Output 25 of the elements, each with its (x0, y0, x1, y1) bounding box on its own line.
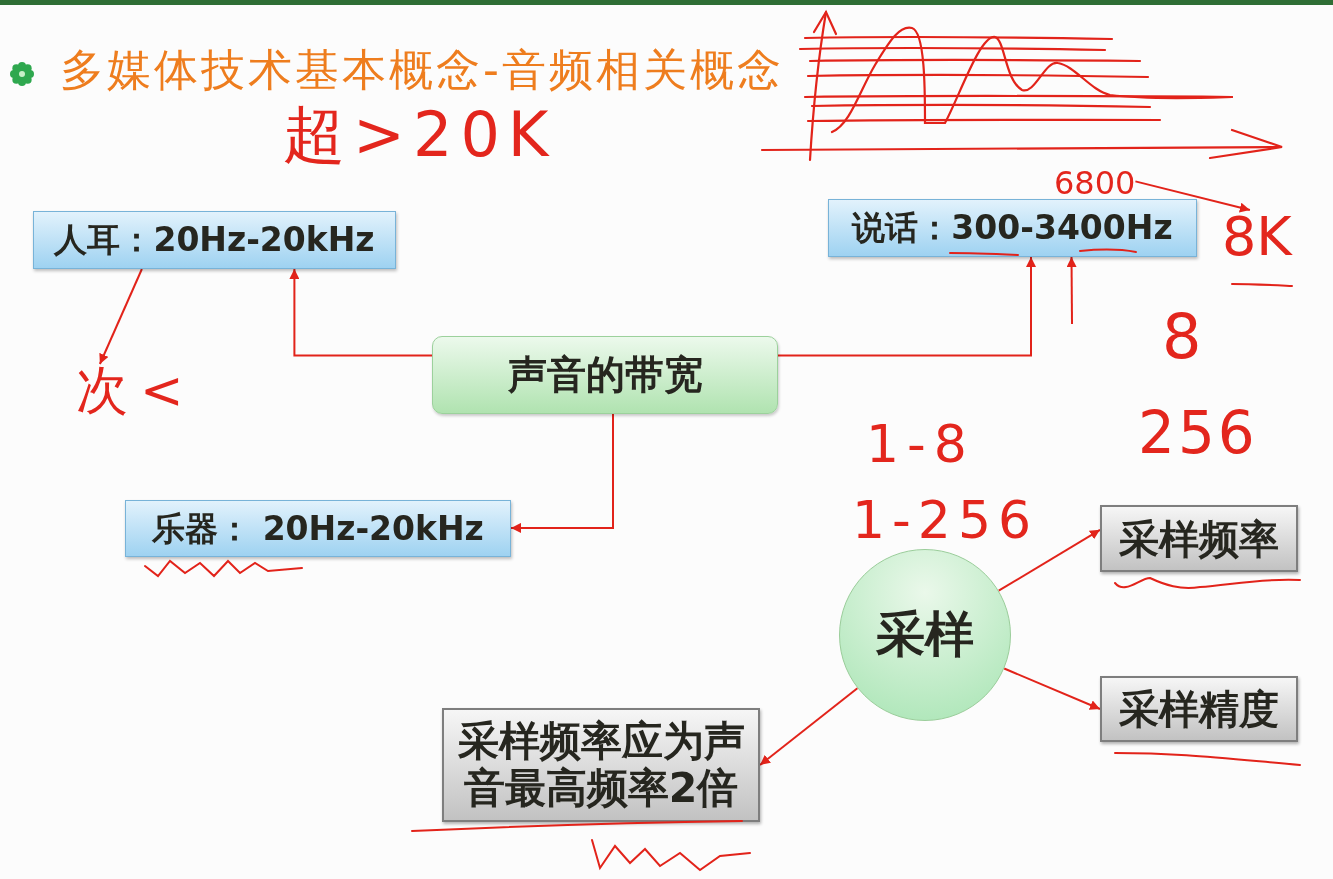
handwritten-note: 8K (1222, 210, 1292, 264)
range-box: 说话：300-3400Hz (828, 199, 1197, 257)
arrow (510, 413, 614, 533)
handwritten-note: 6800 (1054, 167, 1136, 199)
arrow (289, 268, 433, 357)
topic-box: 声音的带宽 (432, 336, 778, 414)
handwritten-note: 8 (1162, 306, 1202, 368)
arrow (759, 687, 859, 766)
term-box: 采样频率 (1100, 505, 1298, 572)
arrow (777, 256, 1036, 357)
range-box: 乐器： 20Hz-20kHz (125, 500, 511, 557)
arrow (1134, 180, 1251, 213)
arrow (1066, 256, 1077, 325)
arrow (1003, 667, 1101, 710)
slide-title: 多媒体技术基本概念-音频相关概念 (60, 46, 784, 95)
handwritten-note: 次< (76, 364, 196, 416)
handwritten-note: 1-8 (866, 418, 975, 470)
topic-circle: 采样 (839, 549, 1011, 721)
handwritten-note: 超>20K (283, 104, 557, 166)
term-box: 采样精度 (1100, 676, 1298, 742)
arrow (997, 528, 1101, 592)
arrow (98, 268, 143, 365)
handwritten-note: 1-256 (852, 494, 1039, 546)
handwritten-note: 256 (1138, 404, 1258, 462)
range-box: 人耳：20Hz-20kHz (33, 211, 396, 269)
